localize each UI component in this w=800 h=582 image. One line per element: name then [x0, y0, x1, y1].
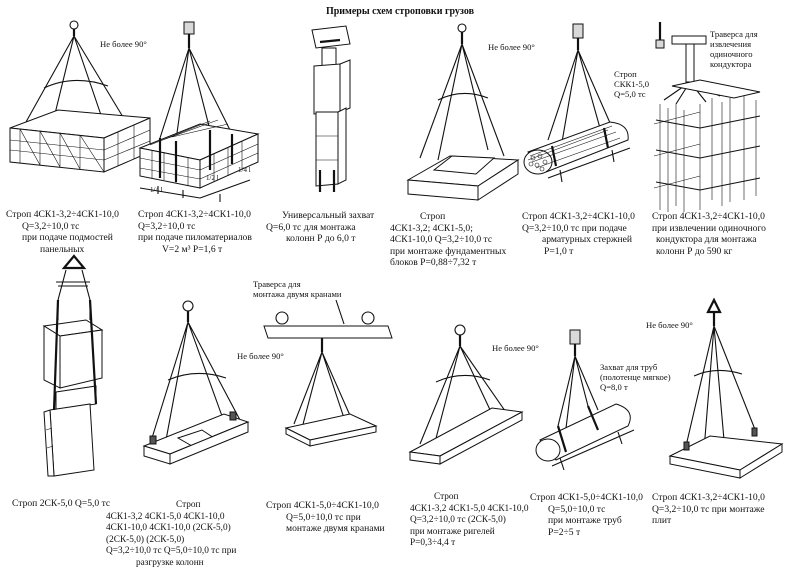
caption-foundation-block: Строп 4СК1-3,2; 4СК1-5,0; 4СК1-10,0 Q=3,… — [390, 211, 507, 268]
angle-label: Не более 90° — [488, 42, 535, 52]
scheme-crossbars — [408, 324, 524, 465]
caption-two-cranes: Строп 4СК1-5,0÷4СК1-10,0 Q=5,0÷10,0 тс п… — [266, 500, 385, 534]
traverse-label: Траверса для — [710, 29, 758, 39]
sling-label: СКК1-5,0 — [614, 79, 650, 89]
scheme-pipes — [535, 329, 635, 471]
caption-conductor-extraction: Строп 4СК1-3,2÷4СК1-10,0 при извлечении … — [652, 211, 766, 257]
pipe-grip-label: Q=8,0 т — [600, 382, 628, 392]
caption-rebar: Строп 4СК1-3,2÷4СК1-10,0 Q=3,2÷10,0 тс п… — [522, 211, 635, 257]
scheme-panel-scaffolds — [9, 20, 151, 173]
dimension-label: 1/4 l — [238, 166, 251, 174]
caption-slabs: Строп 4СК1-3,2÷4СК1-10,0 Q=3,2÷10,0 тс п… — [652, 492, 765, 526]
caption-pipes: Строп 4СК1-5,0÷4СК1-10,0 Q=5,0÷10,0 тс п… — [530, 492, 643, 538]
pipe-grip-label: (полотенце мягкое) — [600, 372, 671, 382]
traverse-label: Траверса для — [253, 279, 301, 289]
caption-column-2sk: Строп 2СК-5,0 Q=5,0 тс — [12, 498, 111, 509]
pipe-grip-label: Захват для труб — [600, 362, 658, 372]
sling-label: Строп — [614, 69, 637, 79]
angle-label: Не более 90° — [237, 351, 284, 361]
traverse-label: одиночного — [710, 49, 753, 59]
scheme-conductor-extraction — [653, 22, 761, 212]
caption-panel-scaffolds: Строп 4СК1-3,2÷4СК1-10,0 Q=3,2÷10,0 тс п… — [6, 209, 119, 255]
scheme-two-cranes — [263, 299, 393, 447]
angle-label: Не более 90° — [492, 343, 539, 353]
dimension-label: 1/4 l — [150, 186, 163, 194]
angle-label: Не более 90° — [646, 320, 693, 330]
scheme-rebar — [523, 23, 631, 183]
traverse-label: монтажа двумя кранами — [253, 289, 342, 299]
caption-column-unloading: Строп 4СК1-3,2 4СК1-5,0 4СК1-10,0 4СК1-1… — [106, 500, 237, 568]
scheme-column-grip — [311, 25, 351, 192]
scheme-foundation-block — [406, 23, 520, 201]
angle-label: Не более 90° — [100, 39, 147, 49]
caption-column-grip: Универсальный захват Q=6,0 тс для монтаж… — [266, 210, 375, 244]
sling-label: Q=5,0 тс — [614, 89, 646, 99]
traverse-label: извлечения — [710, 39, 752, 49]
caption-lumber: Строп 4СК1-3,2÷4СК1-10,0 Q=3,2÷10,0 тс п… — [138, 209, 252, 255]
scheme-lumber — [138, 21, 260, 202]
traverse-label: кондуктора — [710, 59, 752, 69]
scheme-column-2sk — [42, 254, 104, 477]
page-title: Примеры схем строповки грузов — [325, 6, 475, 17]
caption-crossbars: Строп 4СК1-3,2 4СК1-5,0 4СК1-10,0 Q=3,2÷… — [410, 492, 529, 548]
scheme-column-unloading — [142, 300, 250, 465]
scheme-slabs — [668, 297, 784, 479]
dimension-label: 1/2 l — [206, 174, 219, 182]
